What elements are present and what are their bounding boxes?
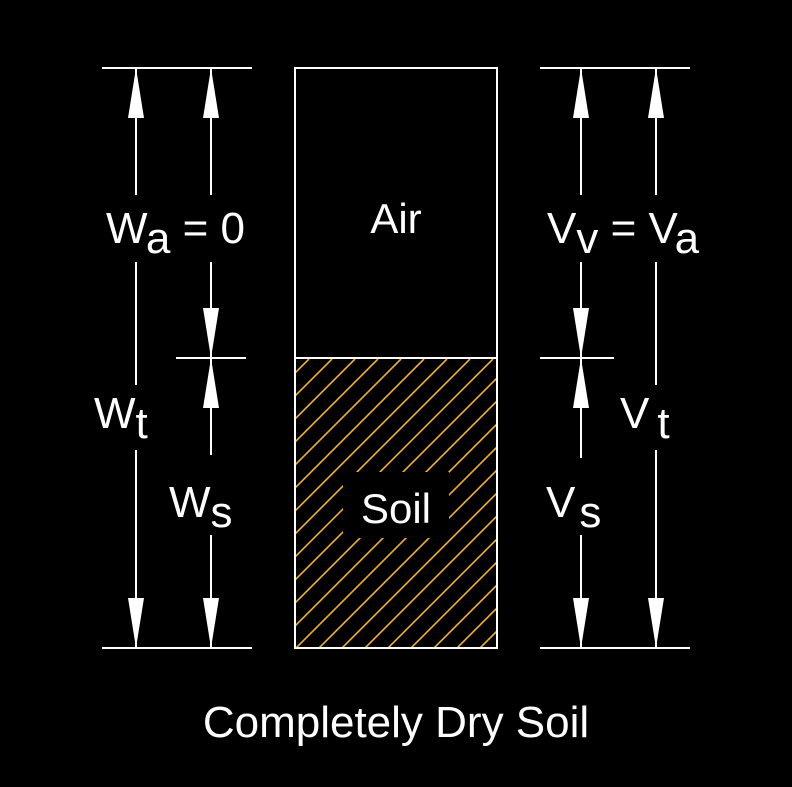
arrow-up-icon — [128, 68, 144, 118]
hatch-line — [296, 359, 402, 466]
hatch-line — [296, 359, 471, 535]
arrow-up-icon — [573, 68, 589, 118]
soil-label: Soil — [361, 485, 431, 532]
hatch-line — [318, 469, 496, 647]
arrow-down-icon — [573, 598, 589, 648]
ws-label: Ws — [169, 478, 233, 537]
arrow-down-icon — [203, 308, 219, 358]
air-label: Air — [370, 195, 421, 242]
arrow-up-icon — [203, 68, 219, 118]
hatch-line — [433, 584, 496, 647]
vs-label: Vs — [546, 478, 601, 537]
hatch-line — [387, 538, 496, 647]
arrow-up-icon — [648, 68, 664, 118]
soil-label-mask — [343, 472, 449, 538]
hatch-line — [296, 359, 356, 420]
arrow-down-icon — [573, 308, 589, 358]
arrow-down-icon — [128, 598, 144, 648]
arrowheads — [128, 68, 664, 648]
hatch-line — [296, 359, 310, 374]
diagram-title: Completely Dry Soil — [203, 698, 589, 747]
arrow-down-icon — [648, 598, 664, 648]
vv-va-label: Vv = Va — [547, 204, 700, 263]
arrow-up-icon — [203, 358, 219, 408]
wt-label: Wt — [94, 389, 148, 448]
hatch-line — [410, 561, 496, 647]
hatch-line — [296, 359, 425, 489]
hatch-line — [296, 359, 448, 512]
hatch-line — [296, 359, 379, 443]
wa-label: Wa = 0 — [106, 204, 245, 263]
arrow-up-icon — [573, 358, 589, 408]
hatch-line — [341, 492, 496, 647]
hatch-line — [364, 515, 496, 647]
hatch-line — [456, 607, 496, 647]
arrow-down-icon — [203, 598, 219, 648]
